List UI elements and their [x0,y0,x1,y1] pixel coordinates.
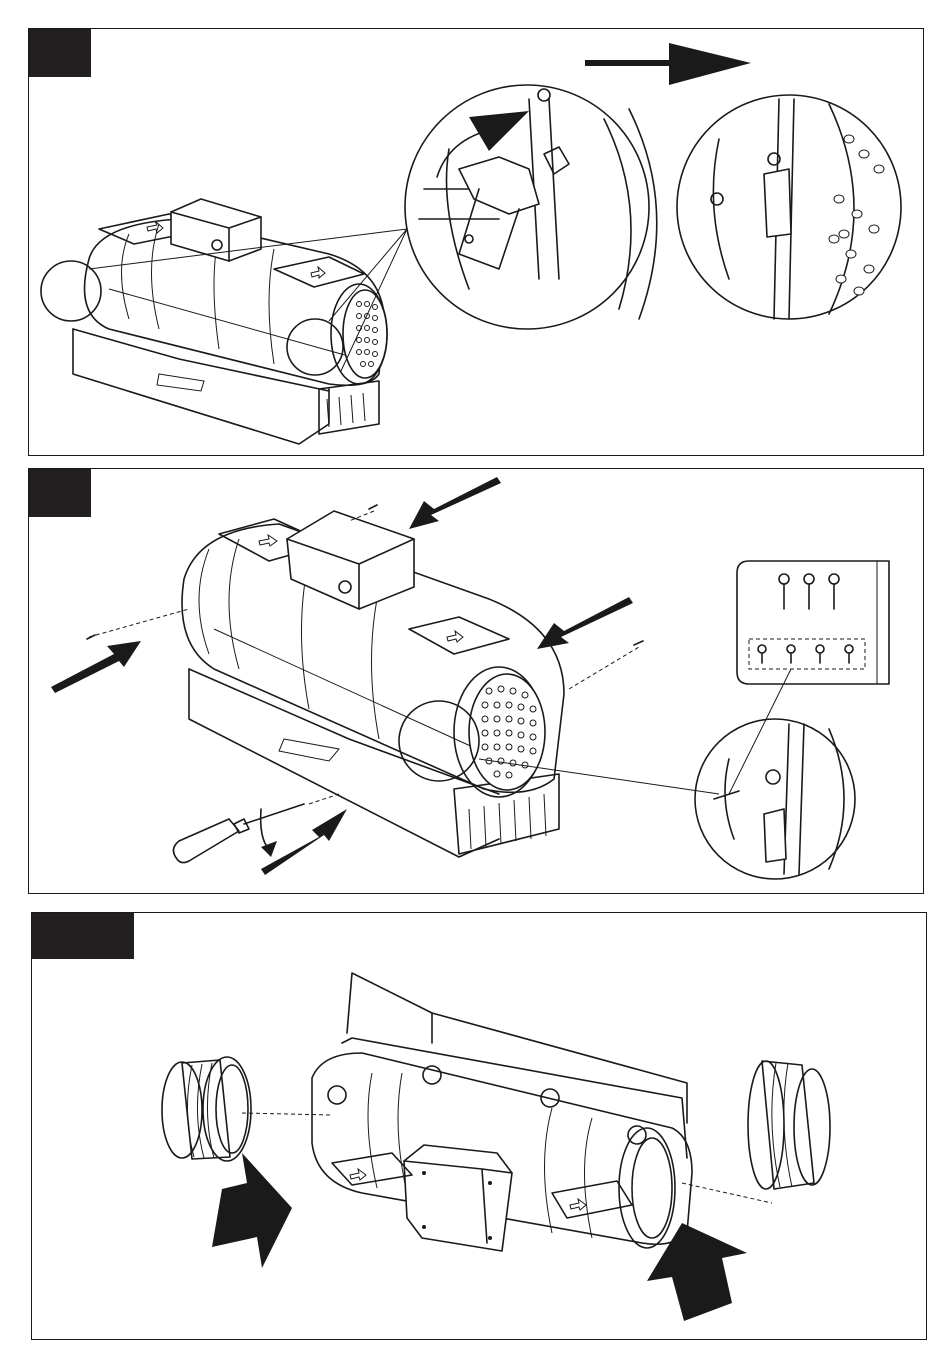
direction-arrow-icon [585,43,751,85]
callout-grille-holes [829,135,884,295]
step-3-illustration [32,913,928,1341]
short-screws-set [758,645,853,663]
step-3-panel [31,912,927,1340]
step-2-panel [28,468,924,894]
step-1-illustration [29,29,925,457]
direction-arrow-icon [409,477,501,529]
screws-set [779,574,839,609]
right-duct-adapter [748,1061,830,1189]
step-2-illustration [29,469,925,895]
rotate-arrow-icon [261,809,269,849]
air-flow-arrow-icon [212,1153,292,1268]
left-duct-adapter [162,1057,251,1161]
step-1-panel [28,28,924,456]
rotate-arrow-icon [469,111,529,151]
screwdriver-icon [173,804,304,863]
